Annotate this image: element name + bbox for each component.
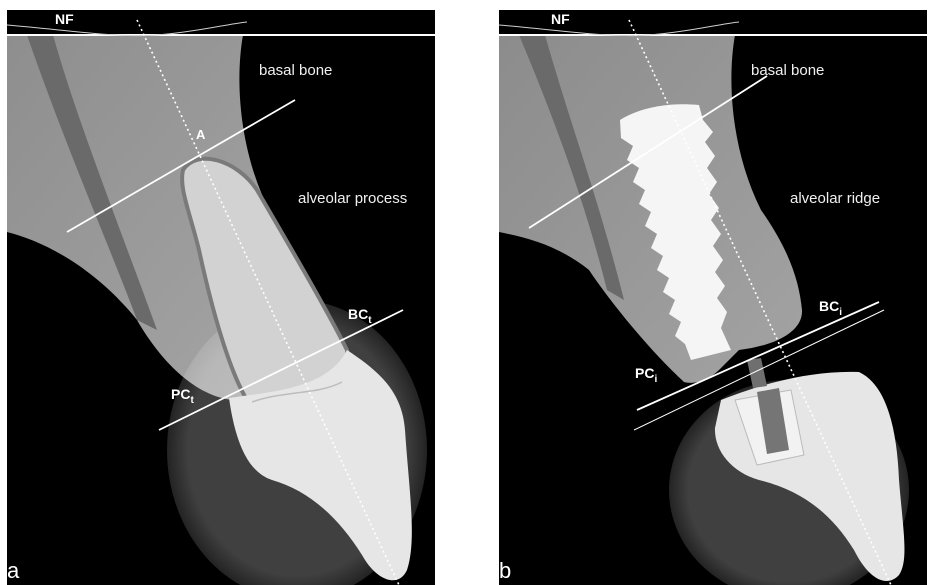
panel-a-drawing <box>7 10 435 585</box>
apex-point-label: A <box>196 127 205 142</box>
panel-letter: a <box>7 558 19 584</box>
palatal-crest-label: PCt <box>171 386 194 406</box>
alveolar-ridge-label: alveolar ridge <box>790 190 880 207</box>
nasal-floor-label: NF <box>55 11 74 27</box>
alveolar-process-label: alveolar process <box>298 190 407 207</box>
palatal-crest-label: PCi <box>635 365 657 385</box>
basal-bone-label: basal bone <box>259 62 332 79</box>
panel-b-implant: NF basal bone alveolar ridge BCi PCi b <box>499 10 927 585</box>
nasal-floor-label: NF <box>551 11 570 27</box>
buccal-crest-label: BCi <box>819 298 842 318</box>
panel-b-drawing <box>499 10 927 585</box>
buccal-crest-label: BCt <box>348 306 372 326</box>
panel-a-natural-tooth: NF basal bone alveolar process A BCt PCt… <box>7 10 435 585</box>
basal-bone-label: basal bone <box>751 62 824 79</box>
panel-letter: b <box>499 558 511 584</box>
